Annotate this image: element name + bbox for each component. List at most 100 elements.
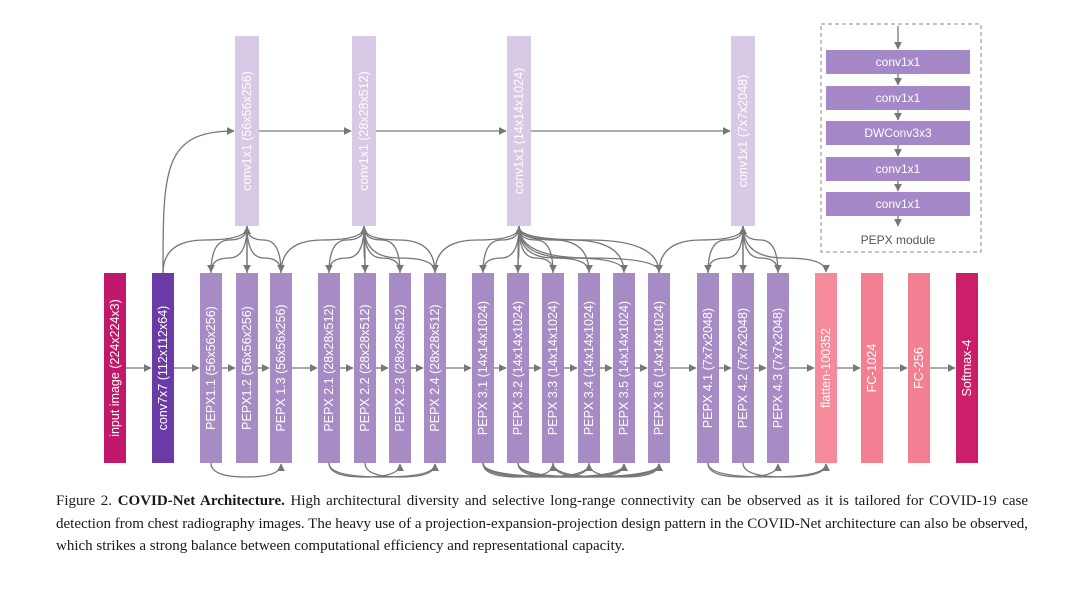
flatten-100352-block: [815, 273, 837, 463]
pepx-3-1-label: PEPX 3.1 (14x14x1024): [476, 301, 490, 435]
pepx-to-top-arrow: [243, 226, 282, 274]
skip-connection-arrow: [707, 462, 782, 478]
pepx-to-top-arrow: [515, 226, 625, 274]
skip-connection-arrow: [364, 462, 439, 478]
pepx-module-border: [820, 23, 982, 253]
pepx-module-layer-label: DWConv3x3: [864, 126, 932, 140]
top-conv1x1-label: conv1x1 (7x7x2048): [736, 75, 750, 188]
pepx-3-5-label: PEPX 3.5 (14x14x1024): [617, 301, 631, 435]
top-to-pepx-arrow: [325, 225, 365, 273]
pepx-1-3-block: [270, 273, 292, 463]
pepx-to-top-arrow: [360, 226, 401, 274]
connector-arrows: [126, 26, 956, 478]
top-conv1x1-block: [507, 36, 531, 226]
pepx-3-1-block: [472, 273, 494, 463]
top-to-pepx-arrow: [518, 225, 593, 273]
conv7x7-label: conv7x7 (112x112x64): [156, 306, 170, 431]
caption-text: High architectural diversity and selecti…: [56, 493, 1029, 554]
pepx-module-layer-label: conv1x1: [876, 91, 921, 105]
pepx-to-top-arrow: [515, 226, 660, 274]
top-conv1x1-label: conv1x1 (14x14x1024): [512, 68, 526, 194]
softmax-4-block: [956, 273, 978, 463]
pepx1-2-block: [236, 273, 258, 463]
pepx-module-layer-label: conv1x1: [876, 162, 921, 176]
conv7x7-block: [152, 273, 174, 463]
skip-connection-arrow: [588, 462, 663, 478]
skip-connection-arrow: [552, 462, 663, 478]
pepx-to-top-arrow: [739, 226, 779, 274]
top-to-pepx-arrow: [363, 225, 439, 273]
top-conv1x1-block: [235, 36, 259, 226]
pepx-to-top-arrow: [360, 226, 436, 274]
pepx-1-3-label: PEPX 1.3 (56x56x256): [274, 304, 288, 431]
softmax-4-label: Softmax-4: [960, 339, 974, 396]
top-to-pepx-arrow: [246, 225, 285, 273]
pepx-to-top-arrow: [434, 226, 523, 274]
top-conv1x1-block: [352, 36, 376, 226]
pepx-to-top-arrow: [515, 226, 590, 274]
pepx-module-layer: [826, 121, 970, 145]
pepx-module-layer: [826, 50, 970, 74]
pepx-4-1-label: PEPX 4.1 (7x7x2048): [701, 308, 715, 428]
fc-1024-block: [861, 273, 883, 463]
caption-title: COVID-Net Architecture.: [117, 493, 285, 509]
pepx-3-6-block: [648, 273, 670, 463]
pepx-3-3-block: [542, 273, 564, 463]
pepx-3-4-label: PEPX 3.4 (14x14x1024): [582, 301, 596, 435]
pepx-2-4-block: [424, 273, 446, 463]
top-conv-blocks: conv1x1 (56x56x256) conv1x1 (28x28x512) co…: [235, 36, 755, 226]
flatten-100352-label: flatten-100352: [819, 328, 833, 408]
pepx1-1-block: [200, 273, 222, 463]
conv7x7-to-top-arrow: [162, 127, 235, 274]
pepx-3-5-block: [613, 273, 635, 463]
top-to-pepx-arrow: [363, 225, 404, 273]
pepx-3-6-label: PEPX 3.6 (14x14x1024): [652, 301, 666, 435]
pepx-3-4-block: [578, 273, 600, 463]
input-image-block: [104, 273, 126, 463]
covid-net-architecture-diagram: conv1x1 (56x56x256) conv1x1 (28x28x512) co…: [104, 23, 982, 478]
pepx-module-label: PEPX module: [861, 233, 936, 247]
fc-256-label: FC-256: [912, 347, 926, 389]
top-to-pepx-arrow: [518, 225, 663, 273]
top-to-pepx-arrow: [704, 225, 744, 273]
skip-connection-arrow: [707, 462, 830, 478]
pepx-to-top-arrow: [280, 226, 368, 274]
pepx-3-2-label: PEPX 3.2 (14x14x1024): [511, 301, 525, 435]
top-to-pepx-arrow: [479, 225, 520, 273]
pepx-4-3-label: PEPX 4.3 (7x7x2048): [771, 308, 785, 428]
pepx-2-1-label: PEPX 2.1 (28x28x512): [322, 304, 336, 431]
pepx-to-top-arrow: [162, 226, 251, 274]
pepx-module-layer: [826, 192, 970, 216]
pepx-module-layer: [826, 157, 970, 181]
pepx-4-1-block: [697, 273, 719, 463]
main-blocks: input image (224x224x3) conv7x7 (112x112x…: [104, 273, 978, 463]
caption-label: Figure 2.: [56, 493, 113, 509]
pepx-3-3-label: PEPX 3.3 (14x14x1024): [546, 301, 560, 435]
pepx-module-layer: [826, 86, 970, 110]
pepx1-1-label: PEPX1.1 (56x56x256): [204, 306, 218, 430]
pepx-4-2-label: PEPX 4.2 (7x7x2048): [736, 308, 750, 428]
pepx-module-layer-label: conv1x1: [876, 197, 921, 211]
skip-connection-arrow: [742, 462, 830, 478]
pepx-module-layer-label: conv1x1: [876, 55, 921, 69]
pepx-to-top-arrow: [482, 226, 523, 274]
input-image-label: input image (224x224x3): [108, 299, 122, 437]
top-conv1x1-label: conv1x1 (28x28x512): [357, 71, 371, 191]
top-to-pepx-arrow: [742, 225, 782, 273]
pepx-2-1-block: [318, 273, 340, 463]
pepx-to-top-arrow: [658, 226, 747, 274]
top-conv1x1-block: [731, 36, 755, 226]
top-conv1x1-label: conv1x1 (56x56x256): [240, 71, 254, 191]
pepx-2-2-label: PEPX 2.2 (28x28x512): [358, 304, 372, 431]
pepx-2-3-label: PEPX 2.3 (28x28x512): [393, 304, 407, 431]
skip-connection-arrow: [210, 462, 285, 478]
figure-caption: Figure 2. COVID-Net Architecture. High a…: [56, 490, 1028, 558]
top-to-pepx-arrow: [518, 225, 557, 273]
skip-connection-arrow: [328, 462, 404, 478]
fc-1024-label: FC-1024: [865, 344, 879, 393]
top-to-pepx-arrow: [207, 225, 248, 273]
skip-connection-arrow: [328, 462, 439, 478]
pepx-4-3-block: [767, 273, 789, 463]
top-to-pepx-arrow: [742, 225, 830, 273]
pepx1-2-label: PEPX1.2 (56x56x256): [240, 306, 254, 430]
